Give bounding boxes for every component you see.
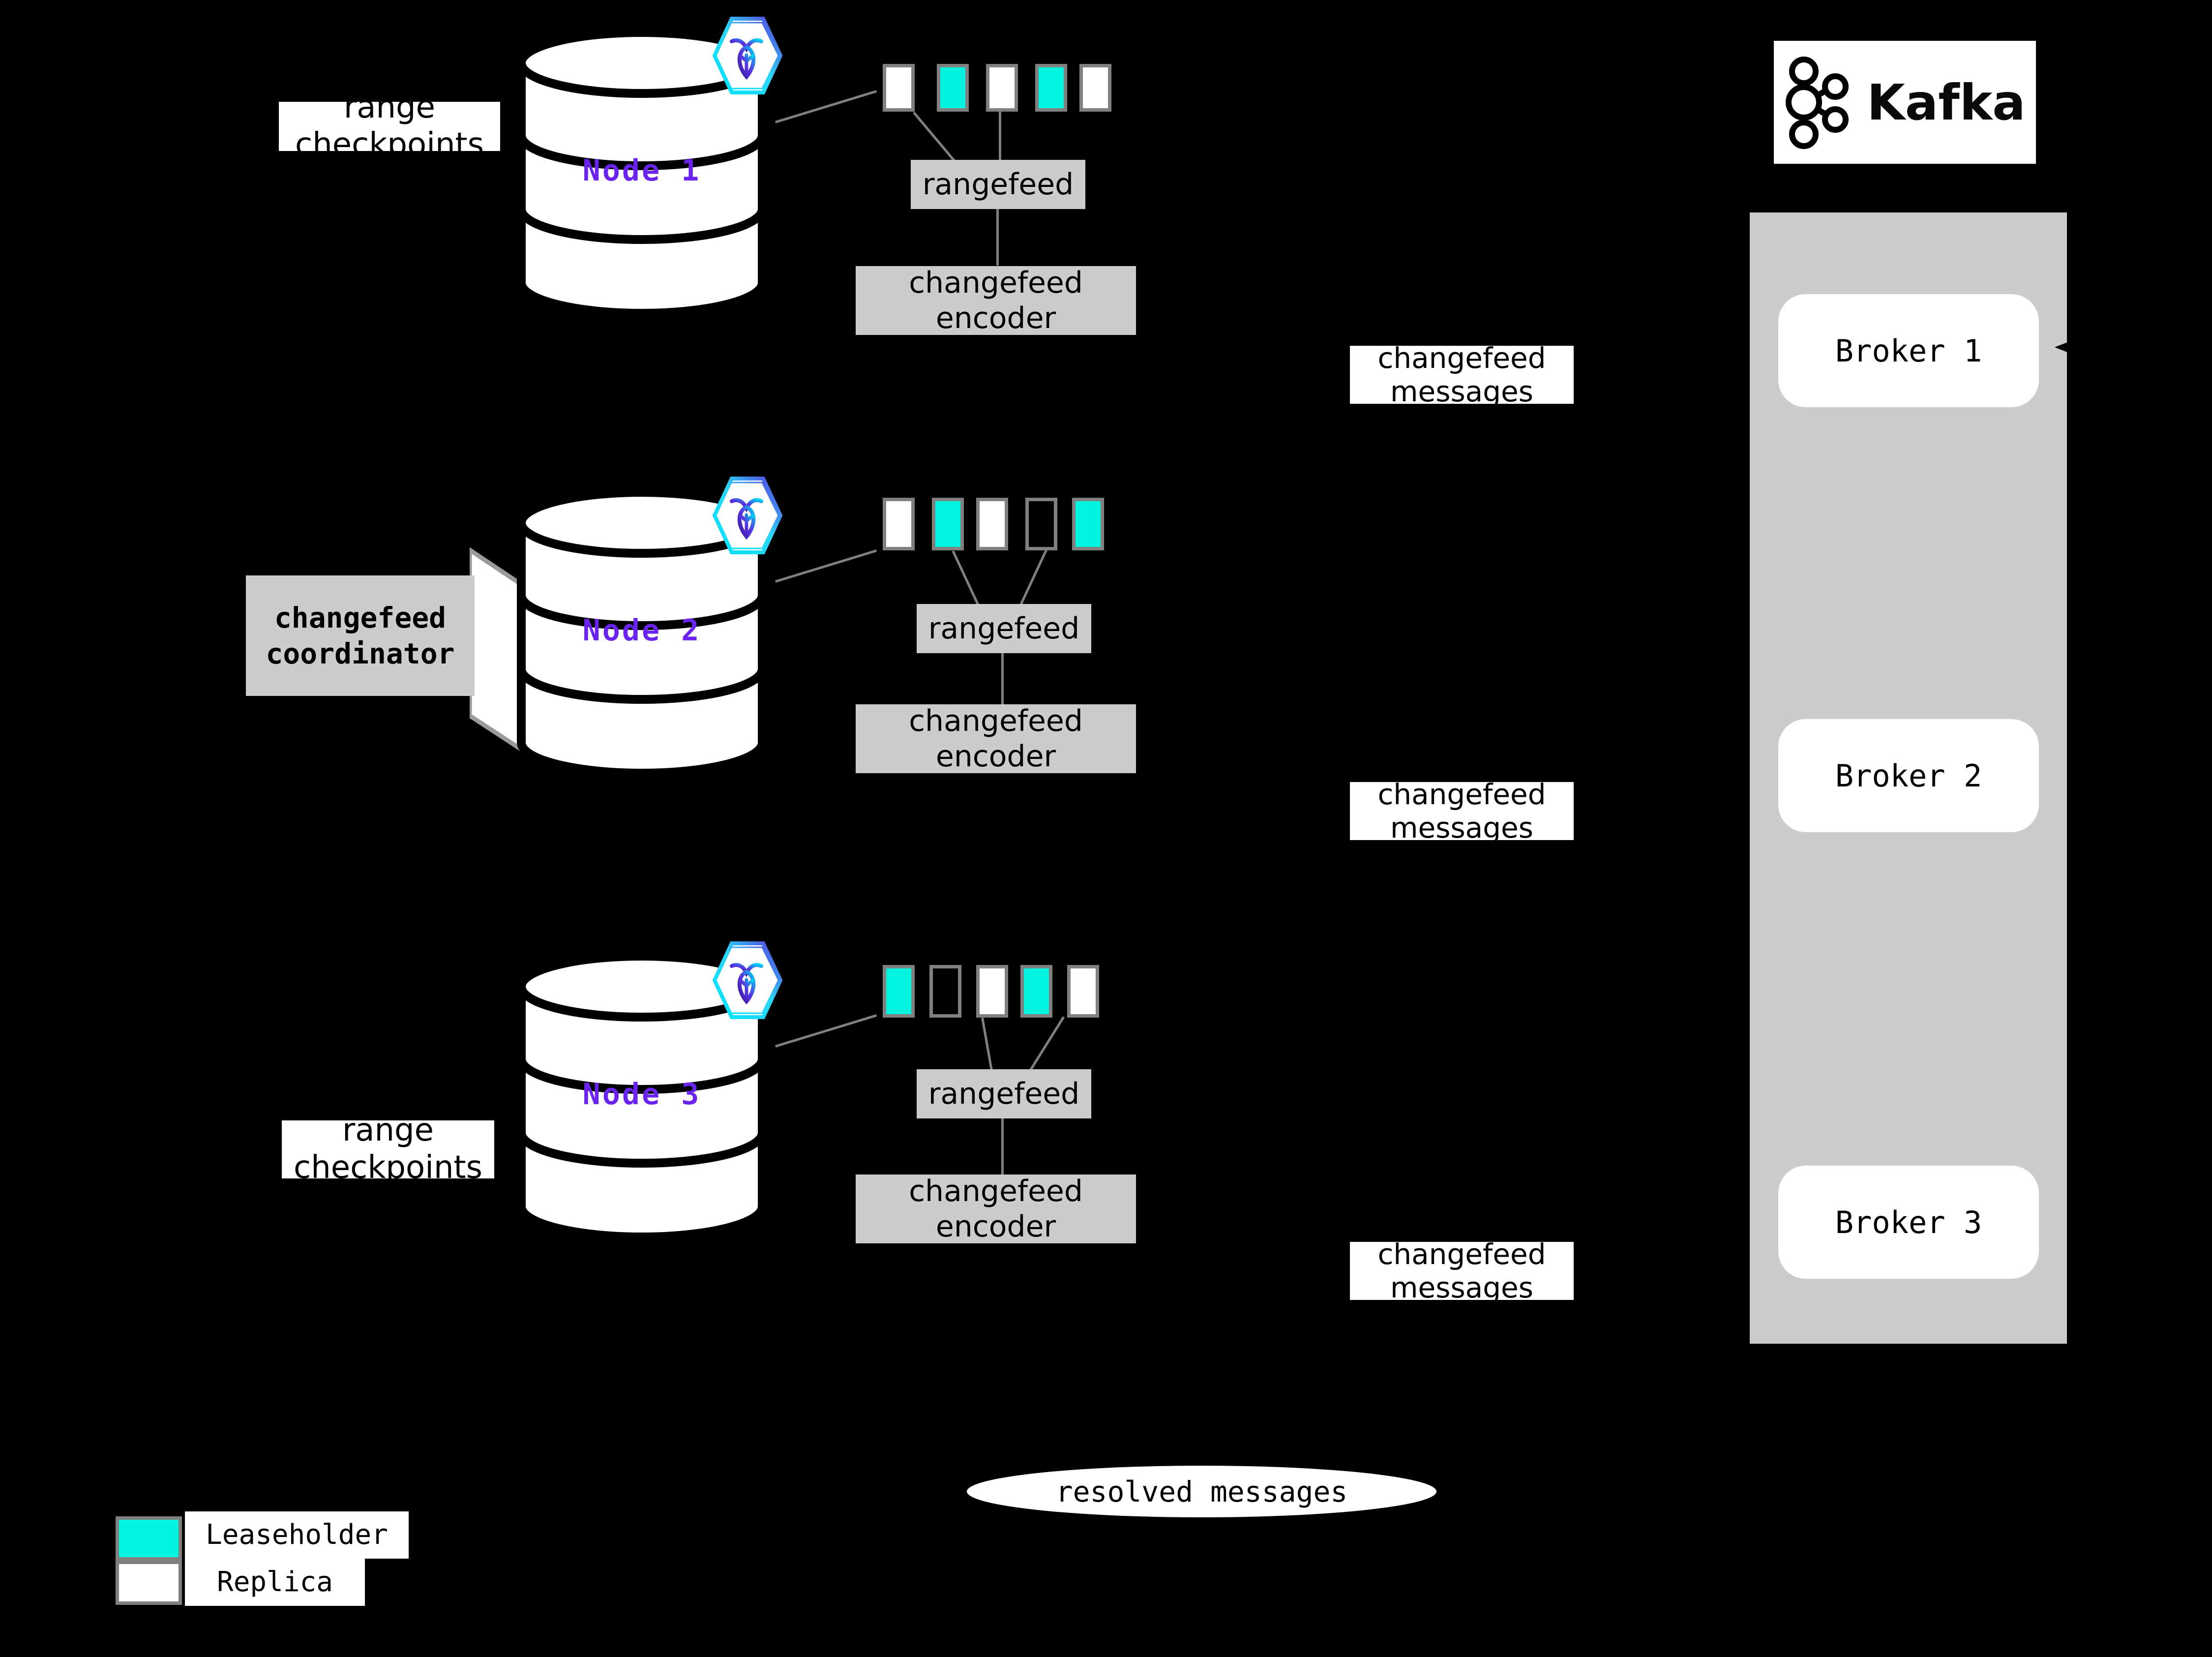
range-box-node1-3[interactable]: [986, 64, 1018, 112]
range-box-node1-1[interactable]: [883, 64, 915, 112]
coordinator-line2: coordinator: [266, 636, 455, 670]
range-box-node1-2[interactable]: [937, 64, 969, 112]
node3-cylinder: Node 3: [511, 948, 772, 1248]
changefeed-encoder-box-node2[interactable]: changefeed encoder: [856, 704, 1136, 774]
connector-range1-rangefeed-node1: [913, 112, 957, 164]
encoder-line2: encoder: [935, 1209, 1056, 1244]
changefeed-encoder-box-node3[interactable]: changefeed encoder: [856, 1174, 1136, 1244]
range-box-node1-5[interactable]: [1079, 64, 1111, 112]
range-box-node3-2[interactable]: [929, 965, 961, 1018]
changefeed-messages-label-1: changefeed messages: [1350, 341, 1574, 408]
connector-node3-to-ranges: [775, 1014, 877, 1048]
connector-rangefeed-encoder-node1: [996, 209, 999, 266]
changefeed-messages-line1: changefeed: [1377, 1237, 1546, 1271]
encoder-line1: changefeed: [909, 704, 1083, 738]
range-box-node2-2[interactable]: [932, 498, 964, 550]
legend-label-leaseholder: Leaseholder: [185, 1511, 409, 1559]
legend-label-replica: Replica: [185, 1559, 365, 1606]
encoder-line1: changefeed: [909, 1174, 1083, 1208]
changefeed-messages-line1: changefeed: [1377, 341, 1546, 375]
node2-label: Node 2: [582, 613, 701, 648]
range-checkpoints-line2: checkpoints: [294, 1149, 482, 1186]
kafka-logo: [1786, 57, 1849, 149]
connector-rangefeed-encoder-node3: [1001, 1118, 1004, 1175]
range-checkpoints-line1: range: [343, 102, 436, 126]
range-box-node2-4[interactable]: [1025, 498, 1057, 550]
kafka-brand-text: Kafka: [1867, 73, 2026, 131]
range-checkpoints-line2: checkpoints: [295, 126, 484, 151]
resolved-messages-pill: resolved messages: [967, 1466, 1436, 1517]
changefeed-messages-line2: messages: [1390, 1271, 1533, 1304]
range-box-node2-3[interactable]: [976, 498, 1008, 550]
connector-node1-to-ranges: [775, 90, 877, 123]
encoder-line2: encoder: [935, 739, 1056, 774]
encoder-line2: encoder: [935, 301, 1056, 335]
legend-swatch-replica: [116, 1561, 182, 1605]
range-box-node3-5[interactable]: [1067, 965, 1099, 1018]
legend-swatch-leaseholder: [116, 1516, 182, 1561]
cockroachdb-logo: [708, 474, 784, 557]
range-box-node3-1[interactable]: [883, 965, 915, 1018]
broker-box-3[interactable]: Broker 3: [1778, 1166, 2039, 1279]
changefeed-coordinator-box[interactable]: changefeed coordinator: [246, 575, 475, 696]
broker-box-2[interactable]: Broker 2: [1778, 719, 2039, 832]
range-box-node1-4[interactable]: [1035, 64, 1067, 112]
node1-cylinder: Node 1: [511, 25, 772, 325]
changefeed-messages-label-2: changefeed messages: [1350, 778, 1574, 844]
node1-label: Node 1: [582, 153, 701, 188]
rangefeed-box-node3[interactable]: rangefeed: [917, 1069, 1091, 1118]
range-checkpoints-label-node1: range checkpoints: [279, 102, 500, 151]
range-box-node3-4[interactable]: [1020, 965, 1052, 1018]
encoder-line1: changefeed: [909, 266, 1083, 300]
broker-box-1[interactable]: Broker 1: [1778, 294, 2039, 407]
cockroachdb-logo: [708, 14, 784, 97]
range-box-node3-3[interactable]: [976, 965, 1008, 1018]
range-checkpoints-text: range checkpoints: [295, 102, 484, 151]
changefeed-messages-line2: messages: [1390, 811, 1533, 844]
changefeed-messages-line2: messages: [1390, 375, 1533, 408]
range-box-node2-1[interactable]: [883, 498, 915, 550]
connector-node2-to-ranges: [775, 549, 877, 583]
range-box-node2-5[interactable]: [1072, 498, 1104, 550]
kafka-inbound-arrow-1: [2055, 337, 2074, 357]
coordinator-line1: changefeed: [274, 601, 447, 634]
range-checkpoints-line1: range: [342, 1112, 434, 1149]
kafka-logo-box: Kafka: [1774, 41, 2036, 164]
rangefeed-box-node1[interactable]: rangefeed: [911, 160, 1085, 209]
rangefeed-box-node2[interactable]: rangefeed: [917, 604, 1091, 653]
changefeed-messages-line1: changefeed: [1377, 777, 1546, 811]
range-checkpoints-text: range checkpoints: [294, 1112, 482, 1186]
cockroachdb-logo: [708, 938, 784, 1022]
changefeed-messages-label-3: changefeed messages: [1350, 1237, 1574, 1304]
changefeed-encoder-box-node1[interactable]: changefeed encoder: [856, 266, 1136, 335]
range-checkpoints-label-node3: range checkpoints: [282, 1112, 494, 1186]
node3-label: Node 3: [582, 1077, 701, 1112]
connector-rangefeed-encoder-node2: [1001, 653, 1004, 710]
